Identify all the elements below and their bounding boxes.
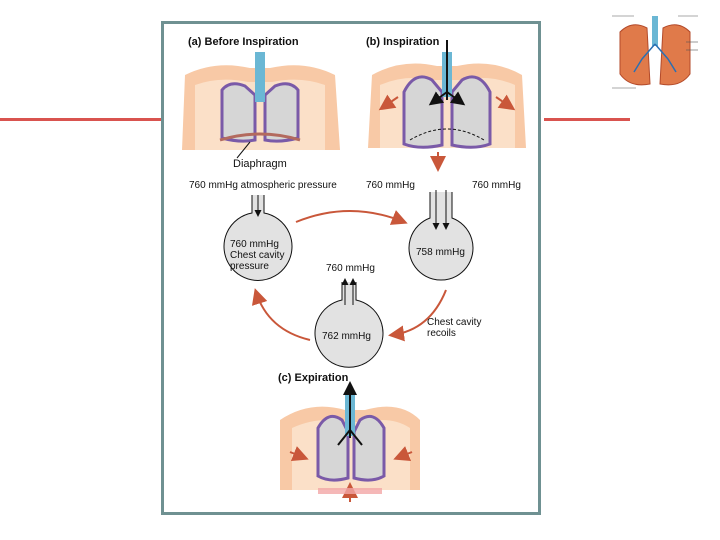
- cycle-arrow-top: [295, 210, 408, 225]
- lung-anatomy-thumbnail: [612, 15, 698, 89]
- flask-c-top-pressure: 760 mmHg: [326, 263, 375, 274]
- label-atmospheric-pressure: 760 mmHg atmospheric pressure: [189, 180, 337, 191]
- label-before-inspiration: (a) Before Inspiration: [188, 36, 299, 48]
- right-accent-line: [544, 118, 630, 121]
- flask-before-inspiration: [223, 195, 293, 281]
- label-expiration: (c) Expiration: [278, 372, 349, 384]
- recoil-line1: Chest cavity: [427, 317, 481, 328]
- torso-inspiration: [368, 40, 526, 172]
- flask-inspiration: [408, 190, 474, 281]
- recoil-line2: recoils: [427, 328, 456, 339]
- torso-before-inspiration: [182, 52, 340, 159]
- flask-a-line1: 760 mmHg: [230, 239, 279, 250]
- left-accent-line: [0, 118, 161, 121]
- label-diaphragm: Diaphragm: [233, 158, 287, 170]
- cycle-arrow-right: [388, 289, 447, 342]
- flask-c-pressure: 762 mmHg: [322, 331, 371, 342]
- label-atm-right: 760 mmHg: [472, 180, 521, 191]
- flask-a-line3: pressure: [230, 261, 269, 272]
- flask-a-line2: Chest cavity: [230, 250, 284, 261]
- cycle-arrow-left: [251, 288, 311, 341]
- torso-expiration: [280, 381, 420, 502]
- label-inspiration: (b) Inspiration: [366, 36, 440, 48]
- flask-b-pressure: 758 mmHg: [416, 247, 465, 258]
- flask-expiration: [314, 278, 384, 368]
- label-atm-left: 760 mmHg: [366, 180, 415, 191]
